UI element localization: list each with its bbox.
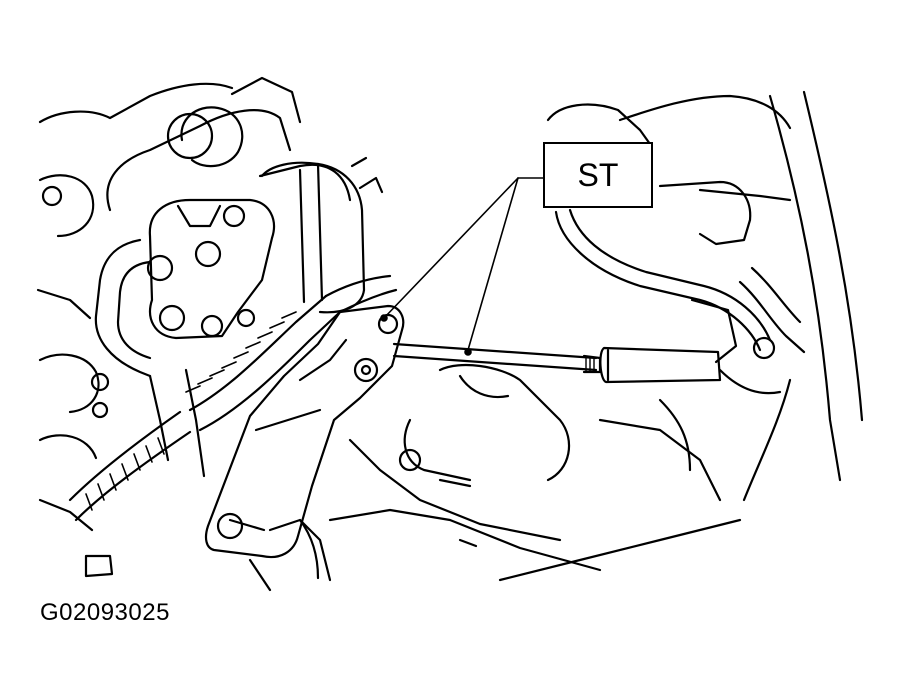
wiring-harness-sleeve [68,274,398,522]
alternator-housing [106,76,352,212]
st-callout-label: ST [543,142,653,208]
figure-id-caption: G02093025 [40,599,170,626]
st-bracket [204,304,405,559]
starter-motor [260,156,384,314]
mounting-bracket-upper [146,198,276,340]
frame-rail-right [718,90,864,502]
transmission-housing [328,364,742,582]
wiring-connector-right [546,94,806,364]
engine-block-left [36,82,234,578]
lower-shift-arm [248,518,332,592]
callout-leaders [380,177,544,356]
coolant-hose-left [94,238,206,478]
special-service-tool [392,342,722,384]
